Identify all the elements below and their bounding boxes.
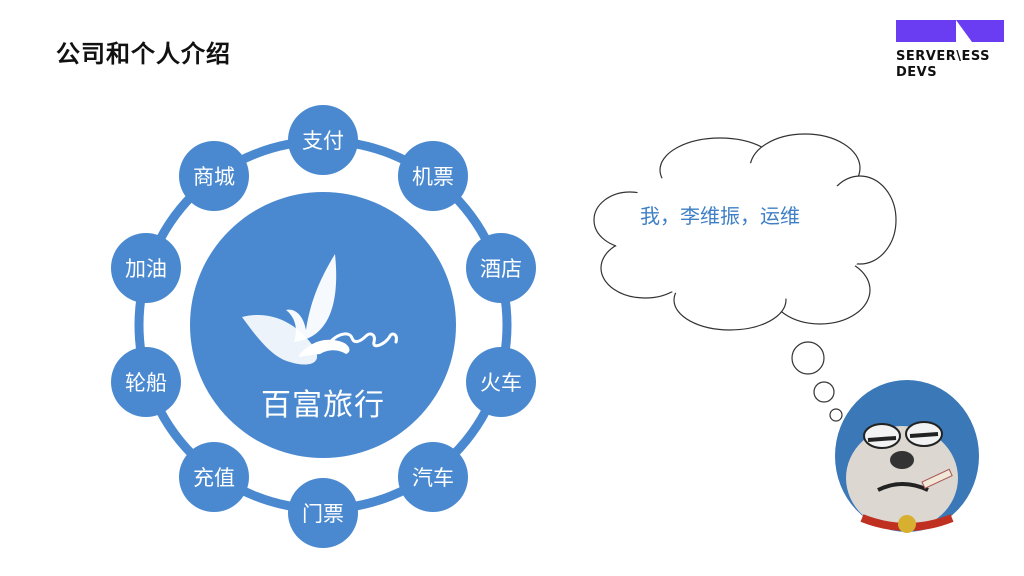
thought-bubble-text: 我，李维振，运维 xyxy=(640,200,840,229)
doraemon-avatar-icon xyxy=(832,378,982,538)
